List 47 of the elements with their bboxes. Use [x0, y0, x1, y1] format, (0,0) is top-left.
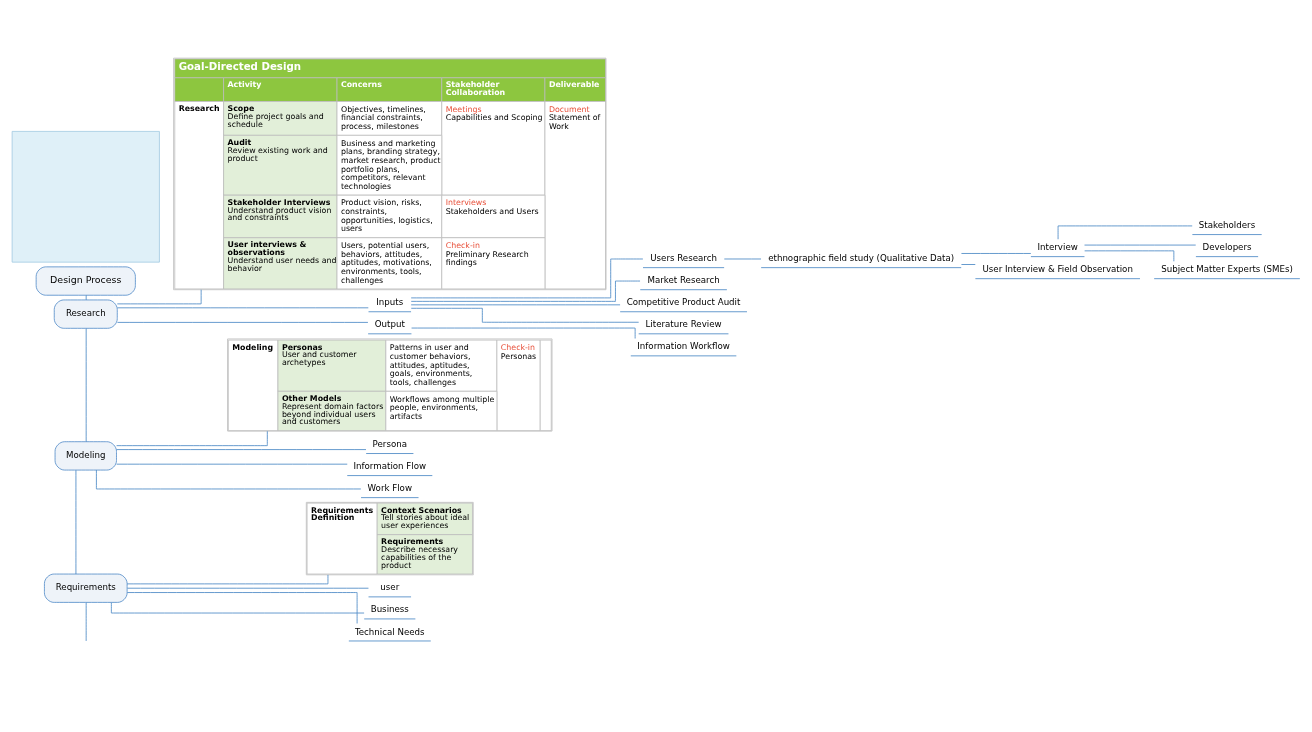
connector	[126, 574, 329, 584]
node-text: Literature Review	[645, 318, 722, 329]
node-text: Subject Matter Experts (SMEs)	[1161, 263, 1293, 274]
node-box: Modeling	[54, 440, 117, 470]
node-text: Information Workflow	[637, 340, 730, 351]
connector	[116, 288, 202, 304]
node-text: Persona	[372, 438, 407, 449]
node-text: Business	[370, 603, 409, 614]
connector	[116, 463, 348, 465]
connector	[85, 327, 87, 442]
connector	[85, 294, 87, 300]
node-text: Users Research	[650, 252, 717, 263]
connector	[1084, 249, 1175, 262]
connector	[117, 306, 369, 308]
connector	[961, 252, 1032, 254]
connector	[126, 591, 358, 624]
connector	[411, 327, 636, 339]
node-text: Market Research	[647, 274, 720, 285]
node-text: Competitive Product Audit	[626, 296, 741, 307]
node-text: Information Flow	[353, 460, 427, 471]
node-text: Work Flow	[367, 482, 413, 493]
node-box	[11, 130, 160, 263]
node-text: Technical Needs	[354, 626, 425, 637]
connector	[117, 321, 369, 323]
connector	[85, 601, 87, 641]
node-text: Developers	[1202, 241, 1252, 252]
connector	[110, 601, 365, 613]
connector	[96, 469, 362, 489]
node-text: User Interview & Field Observation	[982, 263, 1133, 274]
node-box: Research	[53, 299, 118, 329]
connector	[961, 263, 976, 265]
node-text: Output	[374, 318, 405, 329]
connector	[116, 430, 268, 446]
connector	[1057, 225, 1193, 240]
node-text: user	[380, 581, 400, 592]
connector	[410, 280, 641, 302]
node-text: Stakeholders	[1198, 219, 1256, 230]
connector	[127, 587, 369, 589]
connector	[410, 258, 644, 298]
node-text: Interview	[1037, 241, 1078, 252]
connector	[410, 307, 640, 323]
node-text: ethnographic field study (Qualitative Data)	[768, 252, 955, 263]
node-box: Requirements	[44, 573, 128, 603]
connector	[116, 448, 367, 450]
node-box: Design Process	[35, 265, 136, 296]
node-text: Inputs	[376, 296, 404, 307]
connector	[75, 469, 77, 574]
